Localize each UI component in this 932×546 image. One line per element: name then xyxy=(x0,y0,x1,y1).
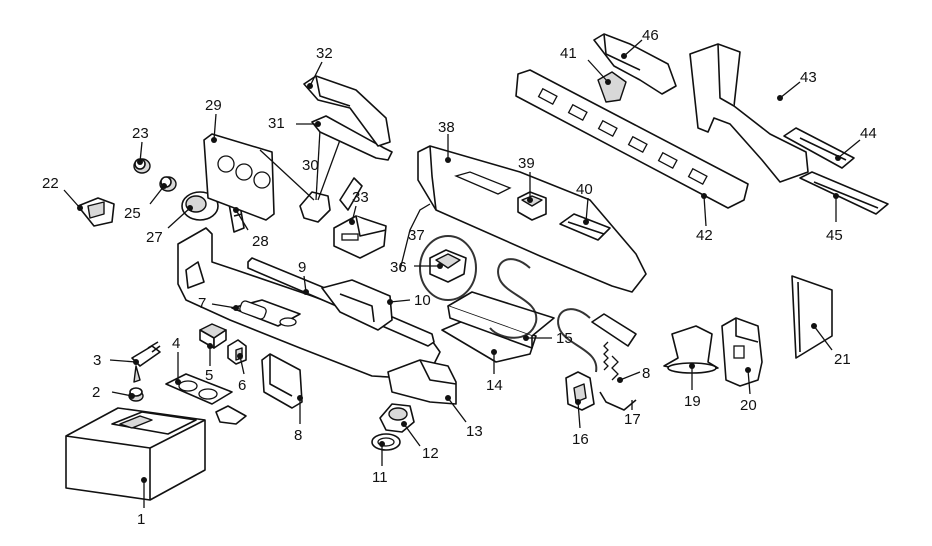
callout-7: 7 xyxy=(198,295,206,312)
callout-30: 30 xyxy=(302,157,319,174)
callout-labels: 1 2 3 4 5 6 7 8 8 9 10 11 12 13 14 15 16… xyxy=(42,27,877,528)
callout-39: 39 xyxy=(518,155,535,172)
part-19-boot xyxy=(663,325,719,374)
callout-41: 41 xyxy=(560,45,577,62)
watermark-logo xyxy=(419,235,598,373)
callout-21: 21 xyxy=(834,351,851,368)
callout-46: 46 xyxy=(642,27,659,44)
callout-6: 6 xyxy=(238,377,246,394)
callout-1: 1 xyxy=(137,511,145,528)
part-17-spring-linkage xyxy=(591,313,637,411)
part-46-bracket xyxy=(593,33,677,95)
part-30-bracket xyxy=(259,129,341,223)
callout-16: 16 xyxy=(572,431,589,448)
callout-22: 22 xyxy=(42,175,59,192)
callout-3: 3 xyxy=(93,352,101,369)
part-7-lower-dash-panel xyxy=(177,227,441,379)
callout-14: 14 xyxy=(486,377,503,394)
part-36-control-unit xyxy=(429,249,467,283)
callout-40: 40 xyxy=(576,181,593,198)
part-10-bracket xyxy=(321,279,393,331)
callout-19: 19 xyxy=(684,393,701,410)
part-22-small-bracket xyxy=(77,197,115,227)
leader-lines xyxy=(63,39,861,508)
callout-20: 20 xyxy=(740,397,757,414)
callout-33: 33 xyxy=(352,189,369,206)
part-21-side-panel xyxy=(791,275,833,359)
callout-27: 27 xyxy=(146,229,163,246)
part-8-bracket-plate xyxy=(261,353,303,409)
callout-12: 12 xyxy=(422,445,439,462)
callout-5: 5 xyxy=(205,367,213,384)
part-16-latch xyxy=(565,371,595,411)
callout-29: 29 xyxy=(205,97,222,114)
callout-25: 25 xyxy=(124,205,141,222)
callout-43: 43 xyxy=(800,69,817,86)
callout-8-left: 8 xyxy=(294,427,302,444)
part-12-knob-assembly xyxy=(379,403,415,433)
callout-10: 10 xyxy=(414,292,431,309)
part-42-frame xyxy=(515,69,749,209)
part-29-instrument-cluster xyxy=(203,133,275,221)
callout-32: 32 xyxy=(316,45,333,62)
part-37-cable xyxy=(399,203,431,271)
part-4-tray xyxy=(165,373,247,425)
part-6-clip xyxy=(227,339,247,365)
callout-28: 28 xyxy=(252,233,269,250)
callout-9: 9 xyxy=(298,259,306,276)
callout-45: 45 xyxy=(826,227,843,244)
part-40-grille xyxy=(559,213,611,241)
part-43-vertical-frame xyxy=(689,43,809,183)
callout-23: 23 xyxy=(132,125,149,142)
callout-44: 44 xyxy=(860,125,877,142)
callout-2: 2 xyxy=(92,384,100,401)
callout-36: 36 xyxy=(390,259,407,276)
part-11-bezel-ring xyxy=(371,433,401,451)
part-5-switch-block xyxy=(199,323,227,349)
callout-4: 4 xyxy=(172,335,180,352)
part-45-rail xyxy=(799,171,889,215)
callout-31: 31 xyxy=(268,115,285,132)
callout-37: 37 xyxy=(408,227,425,244)
part-13-side-cover xyxy=(387,359,457,405)
part-33-radio-box xyxy=(333,177,387,259)
callout-13: 13 xyxy=(466,423,483,440)
callout-11: 11 xyxy=(372,469,388,486)
part-31-support-arm xyxy=(311,115,393,161)
callout-17: 17 xyxy=(624,411,641,428)
part-20-housing xyxy=(721,317,763,387)
callout-42: 42 xyxy=(696,227,713,244)
part-32-top-cover xyxy=(303,75,391,147)
callout-15: 15 xyxy=(556,330,573,347)
callout-38: 38 xyxy=(438,119,455,136)
part-1-storage-box xyxy=(65,407,206,501)
callout-8-right: 8 xyxy=(642,365,650,382)
